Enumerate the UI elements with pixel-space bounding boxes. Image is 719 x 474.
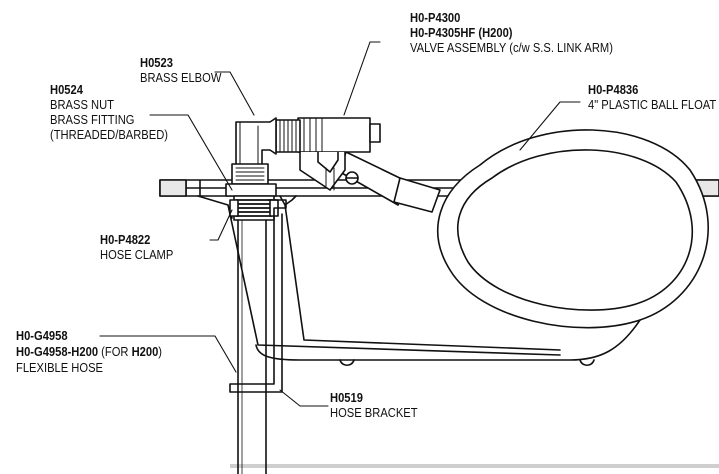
float-part-number: H0-P4836 — [588, 82, 639, 97]
leader-valve — [343, 41, 381, 116]
nut-part-number: H0524 — [50, 82, 83, 97]
valve-body — [275, 117, 381, 191]
hose-bracket — [229, 199, 287, 393]
hose-part-number-2: H0-G4958-H200 (FOR H200) — [16, 344, 162, 359]
bracket-part-number: H0519 — [330, 390, 363, 405]
hose-part-number-2-close: ) — [158, 344, 163, 359]
hose-description: FLEXIBLE HOSE — [16, 360, 103, 375]
leader-lines — [99, 41, 581, 407]
ball-float — [436, 129, 709, 329]
link-arm — [339, 151, 441, 213]
elbow-part-number: H0523 — [140, 55, 173, 70]
floor-edge — [230, 464, 719, 468]
hose-part-number-2-code: H0-G4958-H200 — [16, 344, 99, 359]
leader-hose — [99, 335, 237, 373]
flexible-hose — [237, 219, 267, 474]
hose-part-number-2-for: (FOR — [98, 344, 132, 359]
brass-elbow — [231, 117, 277, 185]
hose-part-number-1: H0-G4958 — [16, 328, 68, 343]
elbow-description: BRASS ELBOW — [140, 70, 222, 85]
nut-description-3: (THREADED/BARBED) — [50, 127, 169, 142]
nut-description-1: BRASS NUT — [50, 97, 114, 112]
leader-clamp — [209, 209, 233, 241]
leader-bracket — [279, 389, 329, 407]
float-description: 4" PLASTIC BALL FLOAT — [588, 97, 717, 112]
clamp-part-number: H0-P4822 — [100, 232, 151, 247]
hose-part-number-2-model: H200 — [131, 344, 159, 359]
nut-description-2: BRASS FITTING — [50, 112, 135, 127]
valve-part-number-2: H0-P4305HF (H200) — [410, 25, 513, 40]
leader-float — [519, 101, 581, 151]
clamp-description: HOSE CLAMP — [100, 247, 174, 262]
brass-nut-fitting — [225, 183, 279, 221]
bracket-description: HOSE BRACKET — [330, 405, 418, 420]
leader-elbow — [214, 71, 255, 116]
valve-description: VALVE ASSEMBLY (c/w S.S. LINK ARM) — [410, 40, 613, 55]
valve-part-number-1: H0-P4300 — [410, 10, 461, 25]
leader-nut — [149, 114, 233, 191]
